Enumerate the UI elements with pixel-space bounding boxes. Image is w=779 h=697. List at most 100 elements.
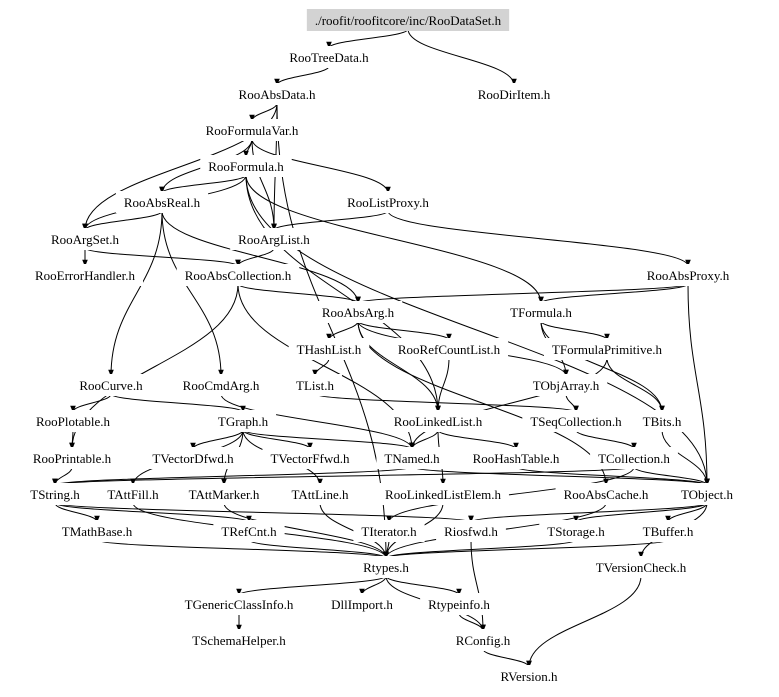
node-label: TAttFill.h	[107, 487, 159, 502]
node-roo-dir-item[interactable]: RooDirItem.h	[469, 83, 559, 105]
node-roo-abs-real[interactable]: RooAbsReal.h	[115, 191, 209, 213]
node-roo-abs-arg[interactable]: RooAbsArg.h	[313, 301, 403, 323]
node-box	[502, 301, 580, 323]
node-roo-abs-cache[interactable]: RooAbsCache.h	[555, 483, 657, 505]
edge-roo-list-proxy-to-roo-abs-proxy	[387, 210, 691, 267]
node-roo-formula[interactable]: RooFormula.h	[200, 155, 292, 177]
node-box	[524, 374, 608, 396]
edge-roo-abs-arg-to-thash-list	[326, 320, 359, 341]
node-label: RooAbsReal.h	[124, 195, 201, 210]
node-box	[27, 410, 119, 432]
node-roo-list-proxy[interactable]: RooListProxy.h	[339, 191, 437, 213]
node-label: TObjArray.h	[533, 378, 600, 393]
node-box	[281, 46, 377, 68]
node-tatt-line[interactable]: TAttLine.h	[283, 483, 357, 505]
node-titerator[interactable]: TIterator.h	[353, 520, 425, 542]
node-tversion-check[interactable]: TVersionCheck.h	[587, 556, 695, 578]
node-tstring[interactable]: TString.h	[22, 483, 88, 505]
node-tseq-collection[interactable]: TSeqCollection.h	[522, 410, 630, 432]
edge-rtypes-to-rtypeinfo	[385, 575, 462, 596]
node-tlist[interactable]: TList.h	[288, 374, 342, 396]
node-box	[22, 483, 88, 505]
node-roo-linked-list-elem[interactable]: RooLinkedListElem.h	[377, 483, 509, 505]
node-roo-cmd-arg[interactable]: RooCmdArg.h	[174, 374, 268, 396]
node-label: TVectorDfwd.h	[152, 451, 234, 466]
node-roo-linked-list[interactable]: RooLinkedList.h	[385, 410, 491, 432]
node-roo-error-handler[interactable]: RooErrorHandler.h	[26, 264, 144, 286]
node-rtypeinfo[interactable]: Rtypeinfo.h	[420, 593, 498, 615]
node-box	[385, 410, 491, 432]
node-tstorage[interactable]: TStorage.h	[539, 520, 613, 542]
node-tformula-primitive[interactable]: TFormulaPrimitive.h	[543, 338, 671, 360]
node-box	[543, 338, 671, 360]
node-tnamed[interactable]: TNamed.h	[376, 447, 448, 469]
node-roo-printable[interactable]: RooPrintable.h	[24, 447, 120, 469]
edge-rtypes-to-dll-import	[359, 575, 387, 596]
node-box	[323, 593, 401, 615]
node-thash-list[interactable]: THashList.h	[288, 338, 370, 360]
node-box	[176, 264, 300, 286]
node-roo-data-set[interactable]: ./roofit/roofitcore/inc/RooDataSet.h	[306, 9, 510, 31]
node-tbuffer[interactable]: TBuffer.h	[634, 520, 702, 542]
edge-roo-list-proxy-to-roo-arg-list	[271, 210, 389, 231]
node-tatt-fill[interactable]: TAttFill.h	[99, 483, 167, 505]
node-riosfwd[interactable]: Riosfwd.h	[436, 520, 506, 542]
node-dll-import[interactable]: DllImport.h	[323, 593, 401, 615]
node-tmath-base[interactable]: TMathBase.h	[53, 520, 141, 542]
node-label: RooCurve.h	[79, 378, 143, 393]
node-label: TVectorFfwd.h	[270, 451, 350, 466]
node-label: RooFormulaVar.h	[206, 123, 299, 138]
node-tref-cnt[interactable]: TRefCnt.h	[213, 520, 285, 542]
node-roo-plotable[interactable]: RooPlotable.h	[27, 410, 119, 432]
node-label: TMathBase.h	[62, 524, 133, 539]
node-rversion[interactable]: RVersion.h	[492, 665, 566, 687]
node-box	[288, 374, 342, 396]
node-roo-arg-set[interactable]: RooArgSet.h	[42, 228, 128, 250]
node-tcollection[interactable]: TCollection.h	[590, 447, 678, 469]
node-label: TSchemaHelper.h	[192, 633, 286, 648]
node-label: RooAbsCollection.h	[185, 268, 292, 283]
edge-tnamed-to-tobject	[411, 466, 710, 486]
node-roo-ref-count-list[interactable]: RooRefCountList.h	[389, 338, 509, 360]
node-tatt-marker[interactable]: TAttMarker.h	[180, 483, 268, 505]
edge-tstring-to-riosfwd	[54, 502, 474, 523]
node-label: TAttLine.h	[291, 487, 349, 502]
node-box	[313, 301, 403, 323]
node-label: RooErrorHandler.h	[35, 268, 136, 283]
node-roo-curve[interactable]: RooCurve.h	[71, 374, 151, 396]
node-box	[174, 374, 268, 396]
node-roo-tree-data[interactable]: RooTreeData.h	[281, 46, 377, 68]
node-roo-arg-list[interactable]: RooArgList.h	[230, 228, 318, 250]
node-label: RooTreeData.h	[289, 50, 369, 65]
node-tformula[interactable]: TFormula.h	[502, 301, 580, 323]
edge-tobject-to-riosfwd	[468, 502, 708, 523]
node-box	[99, 483, 167, 505]
node-tobj-array[interactable]: TObjArray.h	[524, 374, 608, 396]
edge-tatt-line-to-rtypes	[319, 502, 389, 559]
edge-roo-formula-to-tformula	[245, 174, 544, 304]
node-roo-abs-collection[interactable]: RooAbsCollection.h	[176, 264, 300, 286]
node-label: RooListProxy.h	[347, 195, 429, 210]
node-box	[230, 83, 324, 105]
node-label: RooAbsData.h	[239, 87, 316, 102]
edge-tformula-primitive-to-tnamed	[409, 357, 608, 450]
edge-tversion-check-to-rversion	[526, 575, 642, 668]
node-tgraph[interactable]: TGraph.h	[209, 410, 277, 432]
edge-roo-abs-arg-to-roo-ref-count-list	[357, 320, 452, 341]
node-roo-abs-proxy[interactable]: RooAbsProxy.h	[638, 264, 738, 286]
node-tvector-ffwd[interactable]: TVectorFfwd.h	[262, 447, 358, 469]
node-rconfig[interactable]: RConfig.h	[447, 629, 519, 651]
node-box	[176, 593, 302, 615]
node-tgeneric-class-info[interactable]: TGenericClassInfo.h	[176, 593, 302, 615]
node-roo-formula-var[interactable]: RooFormulaVar.h	[197, 119, 307, 141]
node-tvector-dfwd[interactable]: TVectorDfwd.h	[144, 447, 242, 469]
node-roo-hash-table[interactable]: RooHashTable.h	[464, 447, 568, 469]
node-roo-abs-data[interactable]: RooAbsData.h	[230, 83, 324, 105]
node-label: RooAbsCache.h	[564, 487, 649, 502]
node-tobject[interactable]: TObject.h	[672, 483, 742, 505]
node-rtypes[interactable]: Rtypes.h	[355, 556, 417, 578]
node-tschema-helper[interactable]: TSchemaHelper.h	[184, 629, 294, 651]
node-tbits[interactable]: TBits.h	[634, 410, 690, 432]
edge-roo-abs-real-to-roo-arg-set	[82, 210, 163, 231]
edge-tobject-to-tstorage	[573, 502, 708, 523]
